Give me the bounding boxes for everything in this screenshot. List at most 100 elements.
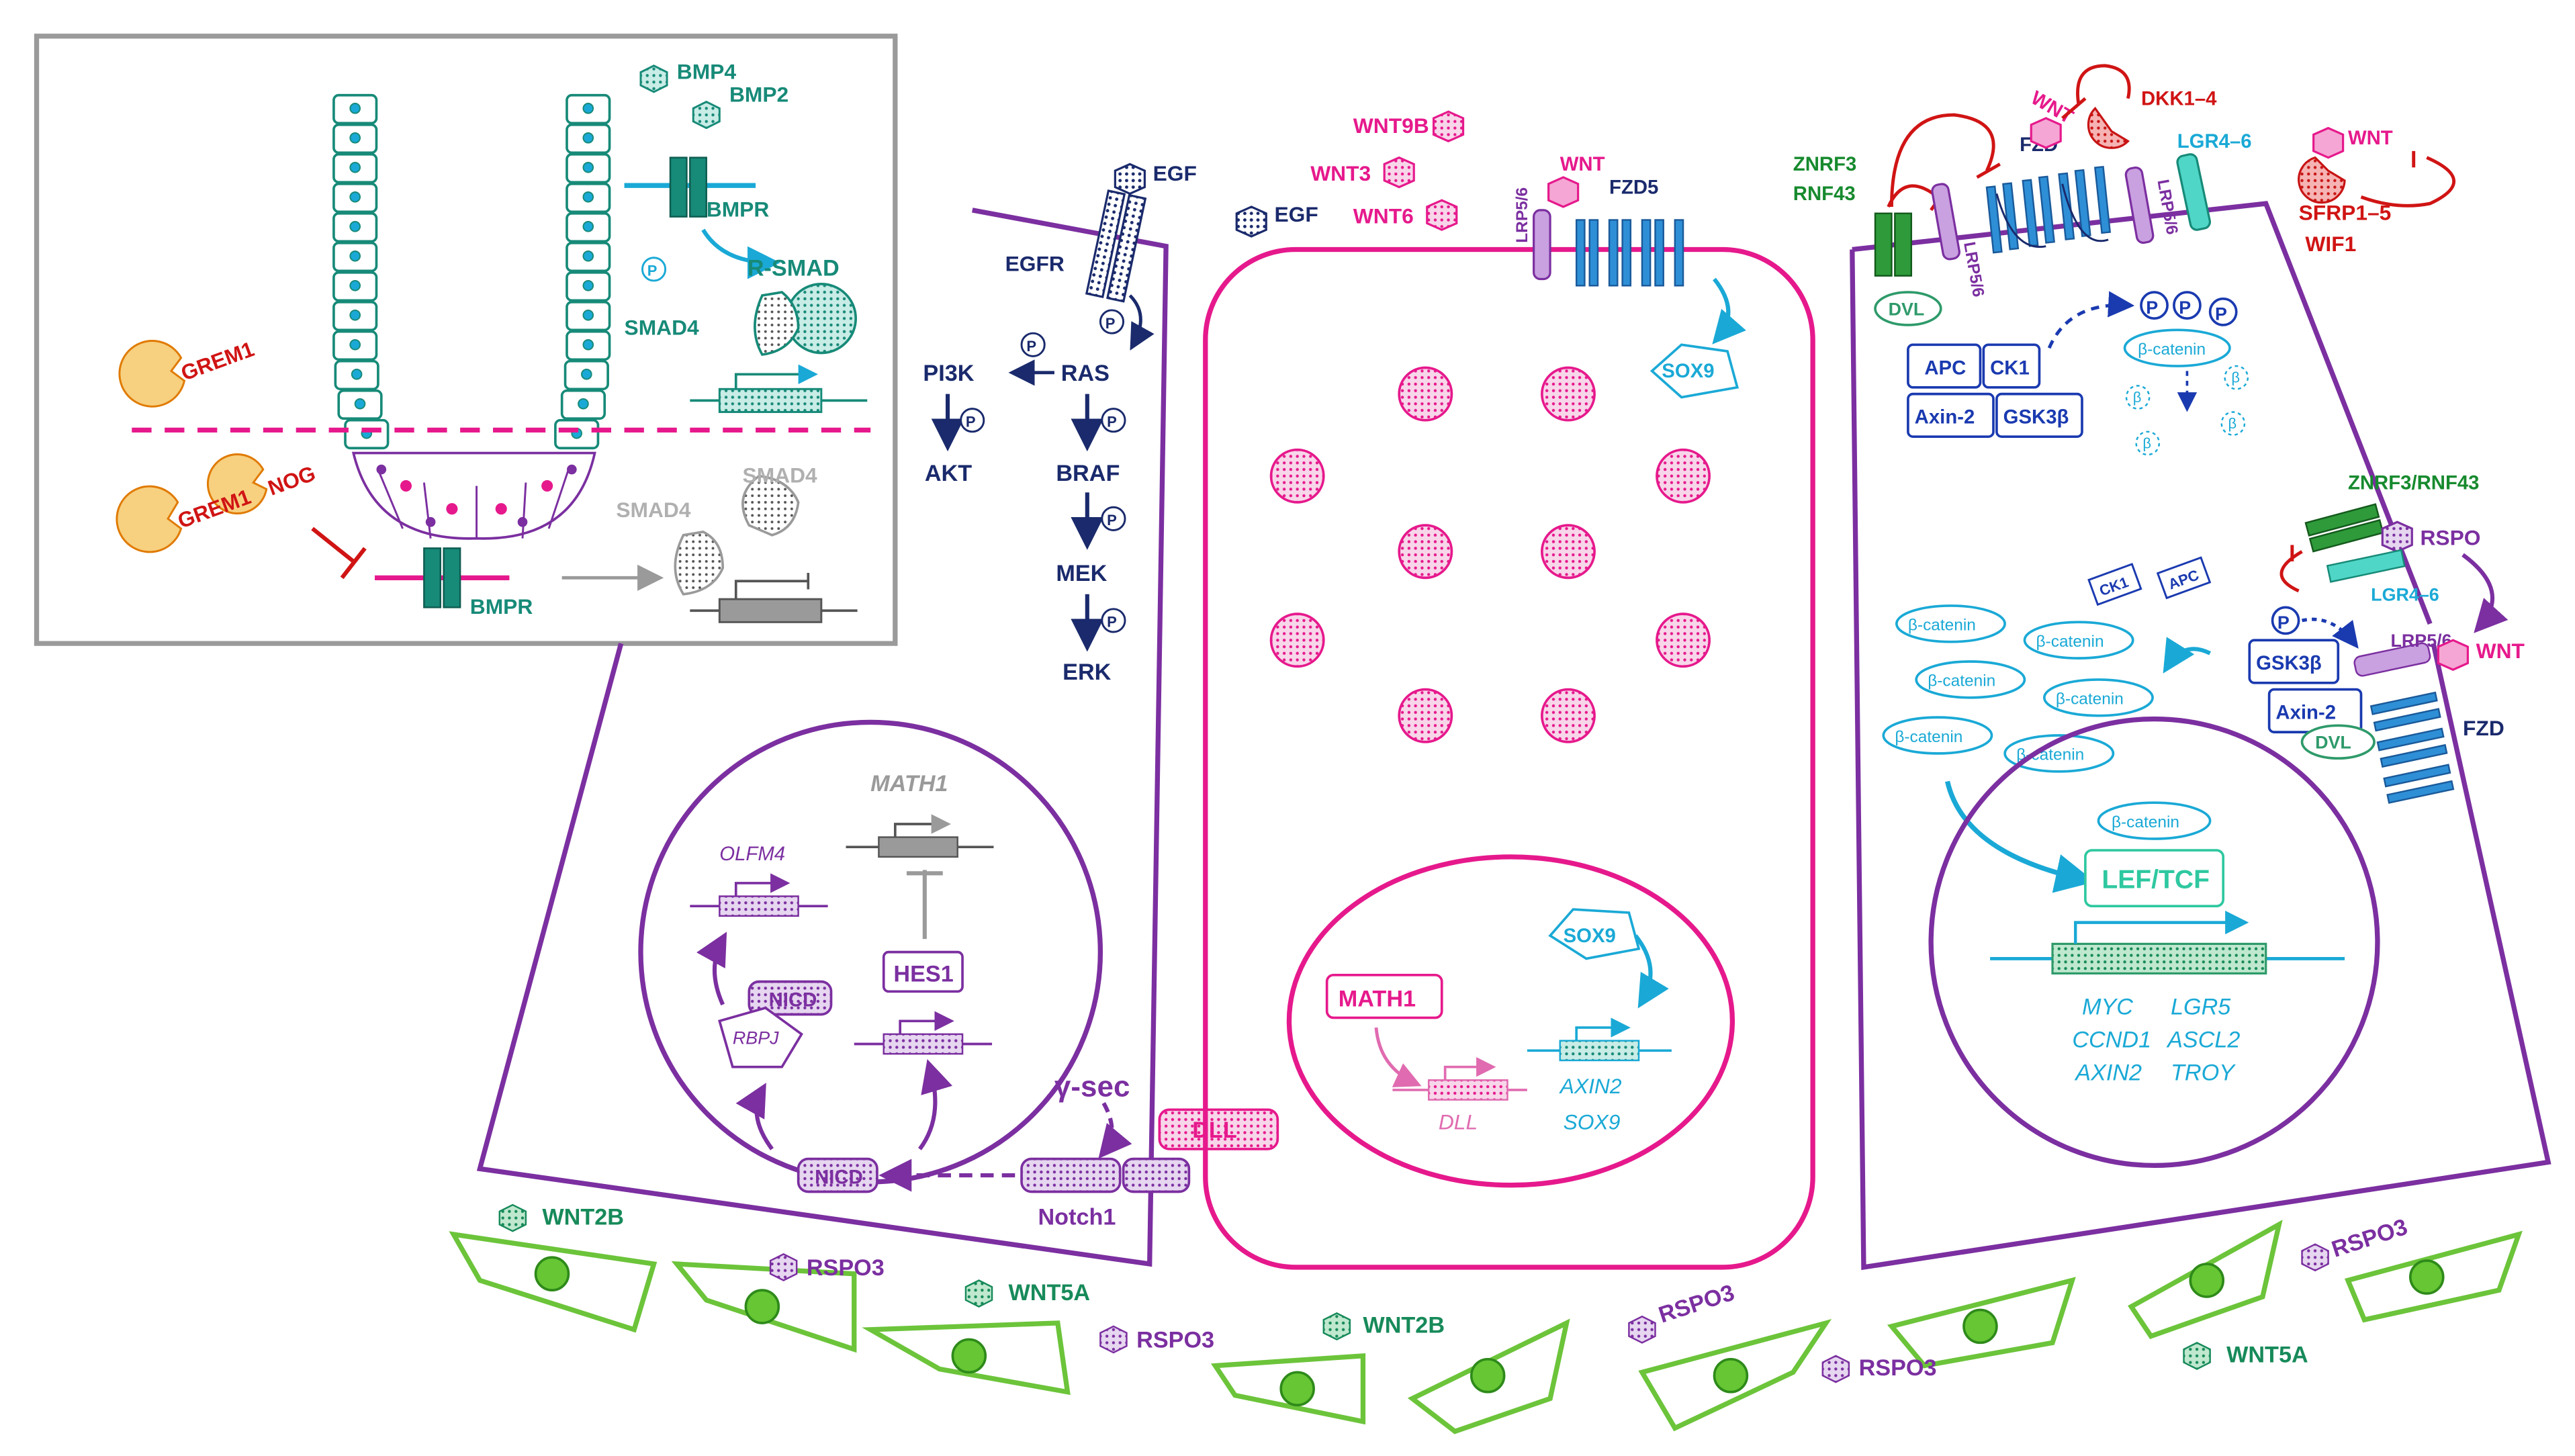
ck1-box <box>1982 343 2041 389</box>
rspo3-c-label: RSPO3 <box>1656 1280 1737 1328</box>
hes1-box <box>882 950 964 993</box>
lgr-on-label: LGR4–6 <box>2371 585 2439 605</box>
apc-label: APC <box>1924 357 1966 379</box>
dvl-on-label: DVL <box>2315 733 2351 753</box>
fzd5-receptor <box>1575 219 1684 287</box>
gene-lgr5: LGR5 <box>2171 995 2231 1020</box>
bmp4-label: BMP4 <box>677 59 737 83</box>
egf-b-label: EGF <box>1274 202 1318 226</box>
beta-frag-2: β <box>2231 369 2240 385</box>
beta-catenin-5: β-catenin <box>1895 728 1962 746</box>
wnt9b-label: WNT9B <box>1353 113 1429 138</box>
lrp-a-receptor <box>1931 183 1960 261</box>
beta-catenin-off <box>2123 328 2231 367</box>
bmp-inset-panel: BMP4 BMP2 BMPR P R-SMAD SMAD4 GREM1 NOG … <box>34 34 898 646</box>
beta-catenin-off-label: β-catenin <box>2138 340 2206 359</box>
lrp-label: LRP5/6 <box>1513 187 1531 243</box>
wnt-label: WNT <box>1560 153 1605 175</box>
smad4-grey-b-label: SMAD4 <box>743 463 818 488</box>
gene-ccnd1: CCND1 <box>2072 1027 2151 1052</box>
fzd5-label: FZD5 <box>1609 176 1658 198</box>
sox9-a-pentagon <box>1650 343 1740 399</box>
beta-frag-3: β <box>2142 435 2151 451</box>
lrp-b-receptor <box>2124 167 2155 244</box>
wnt5a-b-label: WNT5A <box>2226 1343 2308 1368</box>
ras-label: RAS <box>1061 361 1110 386</box>
math1-box <box>1325 974 1443 1019</box>
gsk3b-off-label: GSK3β <box>2003 406 2069 428</box>
pi3k-label: PI3K <box>923 361 974 386</box>
nog-pacman <box>206 453 268 514</box>
phospho-p-3: P <box>2215 304 2227 324</box>
wnt-nucleus <box>1928 716 2380 1169</box>
gene-axin2: AXIN2 <box>2074 1060 2142 1085</box>
gene-myc: MYC <box>2082 995 2133 1020</box>
gamma-sec-label: γ-sec <box>1054 1071 1130 1103</box>
bmpr-top-label: BMPR <box>707 197 770 222</box>
egf-b-hexagon <box>1235 206 1267 238</box>
rbpj-label: RBPJ <box>733 1028 779 1048</box>
phospho-cluster: P P P <box>2140 291 2238 326</box>
egfr-p-label: P <box>1105 315 1116 332</box>
sox9-gene-label: SOX9 <box>1564 1110 1621 1134</box>
bmp2-hexagon <box>692 100 721 130</box>
r-smad-label: R-SMAD <box>748 256 840 281</box>
znrf3-label: ZNRF3 <box>1793 153 1857 175</box>
axin2-off-box <box>1907 392 1995 438</box>
sox9-a-label: SOX9 <box>1662 360 1714 382</box>
bmpr-receptor-bottom <box>375 547 510 608</box>
wnt-on-label: WNT <box>2476 639 2525 663</box>
math1-gene-label: MATH1 <box>870 771 948 797</box>
paneth-granules <box>1269 366 1711 743</box>
egfr-receptor <box>1085 189 1147 303</box>
rspo3-a-label: RSPO3 <box>807 1255 885 1281</box>
smad4-grey-b-shape <box>741 474 800 537</box>
nicd-b-label: NICD <box>815 1166 863 1188</box>
nicd-a-label: NICD <box>769 989 817 1011</box>
apc-on-box <box>2156 556 2212 600</box>
stromal-ligands: WNT2B RSPO3 WNT5A RSPO3 WNT2B RSPO3 RSPO… <box>498 1203 2410 1383</box>
nicd-a-box <box>748 980 833 1016</box>
lrp-on-receptor <box>2353 642 2431 677</box>
lgr-off-label: LGR4–6 <box>2177 130 2252 152</box>
hes1-label: HES1 <box>893 962 953 987</box>
pi3k-p-label: P <box>966 413 976 430</box>
egf-a-label: EGF <box>1153 161 1197 185</box>
notch1-label: Notch1 <box>1038 1204 1116 1230</box>
wnt-target-gene-box <box>2051 942 2267 974</box>
wnt3-hexagon <box>1383 156 1415 189</box>
wnt6-hexagon <box>1426 199 1458 231</box>
wnt-on-hexagon <box>2437 639 2469 671</box>
rspo3-d-label: RSPO3 <box>1859 1355 1937 1381</box>
stromal-nuclei <box>534 1256 2445 1407</box>
stem-cell-right: ZNRF3 RNF43 DVL LRP5/6 FZD WNT DK <box>1793 64 2551 1271</box>
dll-gene-box <box>1427 1079 1508 1101</box>
gsk3b-off-box <box>1995 392 2083 438</box>
wnt5a-a-label: WNT5A <box>1008 1280 1090 1306</box>
bmp4-hexagon <box>639 64 668 93</box>
beta-catenin-1: β-catenin <box>1908 617 1976 635</box>
wnt3-label: WNT3 <box>1310 161 1371 185</box>
beta-frag-4: β <box>2228 415 2237 432</box>
degraded-beta-catenin <box>2125 365 2249 456</box>
lrp-b-label: LRP5/6 <box>2154 178 2181 236</box>
mek-label: MEK <box>1056 561 1107 586</box>
paneth-nucleus <box>1286 854 1735 1188</box>
smad4-grey-a-label: SMAD4 <box>616 498 691 522</box>
grem1-a-pacman <box>118 340 186 408</box>
beta-catenin-nuclear-label: β-catenin <box>2112 813 2179 831</box>
dvl-on-oval <box>2300 724 2376 760</box>
smad4-shape <box>754 291 800 356</box>
beta-catenin-2: β-catenin <box>2036 633 2104 651</box>
rspo3-e-label: RSPO3 <box>2329 1214 2410 1263</box>
gene-ascl2: ASCL2 <box>2166 1027 2240 1052</box>
wnt-off-hexagon <box>2030 117 2062 149</box>
gsk3b-on-label: GSK3β <box>2256 652 2322 674</box>
dkk-pacman <box>2087 106 2130 149</box>
dkk-label: DKK1–4 <box>2141 87 2217 109</box>
smad4-grey-a-shape <box>674 531 725 596</box>
rspo-label: RSPO <box>2420 525 2480 549</box>
phospho-p-1: P <box>2146 298 2158 318</box>
hes1-gene-box <box>883 1033 964 1055</box>
